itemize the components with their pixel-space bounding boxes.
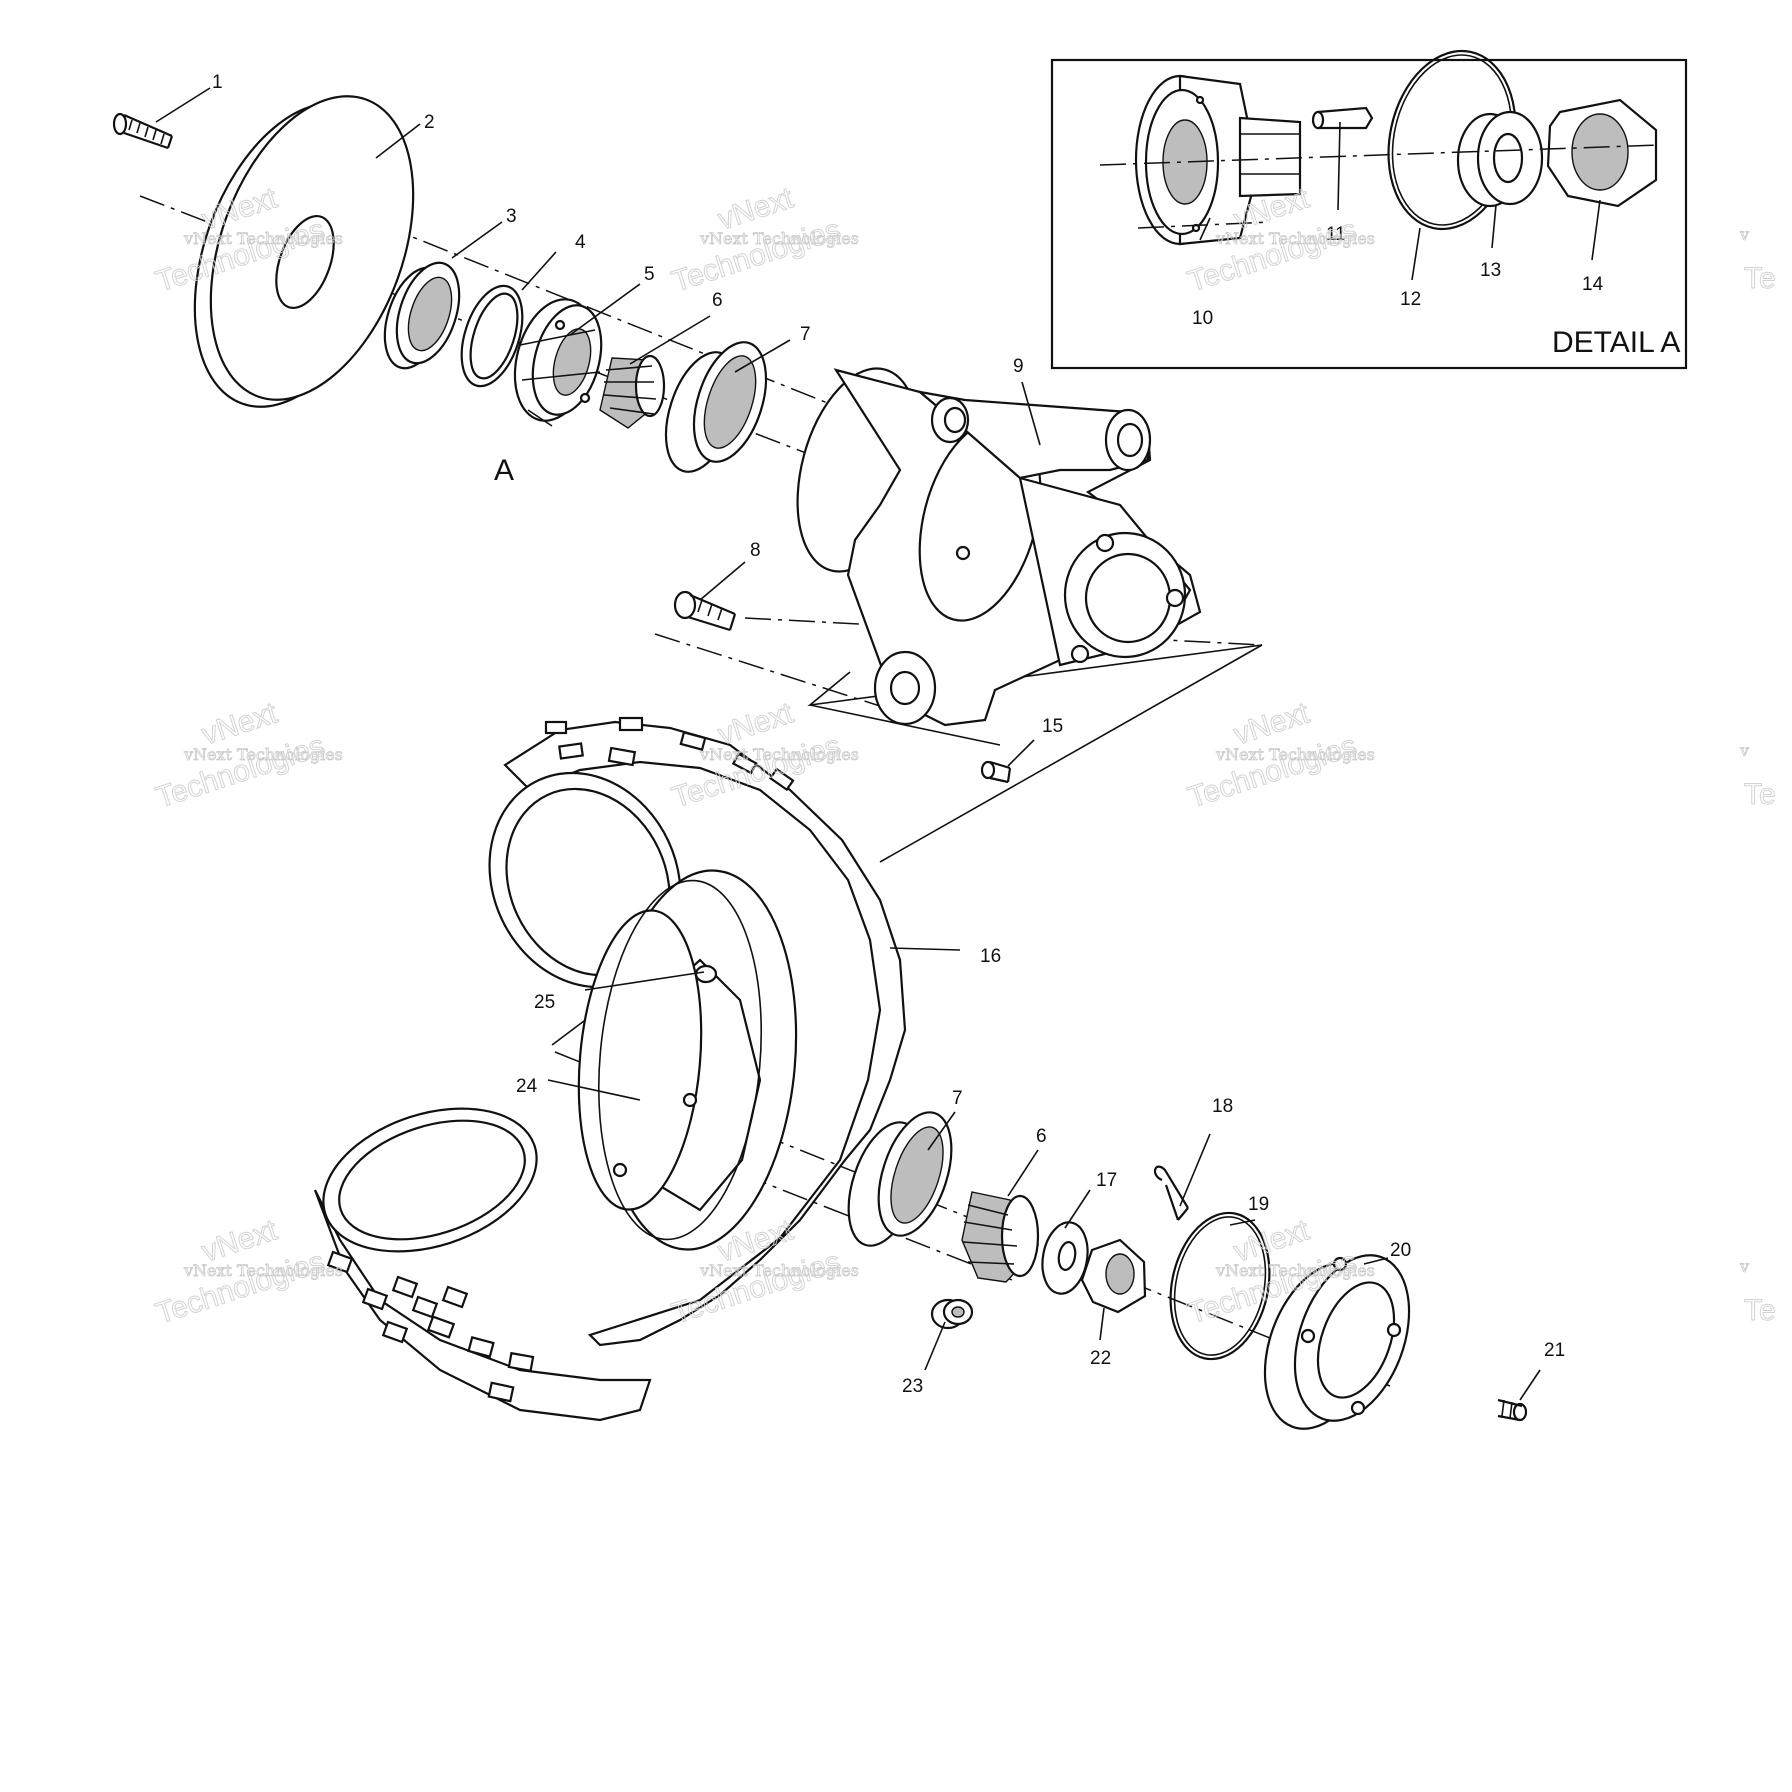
callout-16: 16 bbox=[980, 946, 1001, 967]
callout-1: 1 bbox=[212, 72, 223, 93]
callout-19: 19 bbox=[1248, 1194, 1269, 1215]
watermark-6-top: vNext bbox=[1230, 696, 1314, 751]
callout-7: 7 bbox=[800, 324, 811, 345]
callout-11: 11 bbox=[1326, 224, 1346, 245]
callout-2: 2 bbox=[424, 112, 435, 133]
watermark-2: vNext vNext Technologies Technologies bbox=[667, 181, 859, 299]
watermark-edge-3-bottom: Te bbox=[1744, 1294, 1776, 1327]
watermark-2-mid: vNext Technologies bbox=[699, 229, 859, 248]
hub-knuckle-part-9 bbox=[796, 367, 1202, 727]
bearing-part-6-top bbox=[599, 354, 666, 429]
watermark-5-mid: vNext Technologies bbox=[699, 745, 859, 764]
o-ring-part-19 bbox=[1169, 1211, 1271, 1361]
hub-assembly-part-5 bbox=[513, 298, 603, 422]
callout-9: 9 bbox=[1013, 356, 1024, 377]
hub-cap-part-20 bbox=[1263, 1254, 1411, 1430]
callout-14: 14 bbox=[1582, 274, 1604, 295]
seal-part-3 bbox=[383, 261, 461, 370]
watermark-edge-1-bottom: Te bbox=[1744, 262, 1776, 295]
watermark-edge-1-top: v bbox=[1739, 225, 1749, 244]
watermark-4-top: vNext bbox=[198, 696, 282, 751]
stud-part-15 bbox=[980, 760, 1012, 784]
watermark-5-top: vNext bbox=[714, 696, 798, 751]
callout-13: 13 bbox=[1480, 260, 1501, 281]
callout-22: 22 bbox=[1090, 1348, 1111, 1369]
watermark-4-mid: vNext Technologies bbox=[183, 745, 343, 764]
screw-part-1 bbox=[112, 112, 174, 150]
callout-4: 4 bbox=[575, 232, 586, 253]
disk-part-2 bbox=[193, 95, 415, 408]
watermark-7: vNext vNext Technologies Technologies bbox=[151, 1213, 343, 1331]
callout-20: 20 bbox=[1390, 1240, 1411, 1261]
tire-part-16-bottom bbox=[313, 1107, 652, 1422]
race-part-7-bottom bbox=[847, 1111, 953, 1247]
callout-24: 24 bbox=[516, 1076, 538, 1097]
cotter-pin-part-18 bbox=[1153, 1165, 1189, 1221]
callout-15: 15 bbox=[1042, 716, 1063, 737]
callout-6-bottom: 6 bbox=[1036, 1126, 1047, 1147]
callout-25: 25 bbox=[534, 992, 555, 1013]
watermark-4: vNext vNext Technologies Technologies bbox=[151, 696, 343, 815]
callout-12: 12 bbox=[1400, 289, 1421, 310]
valve-part-25 bbox=[694, 964, 718, 984]
watermark-edge-3-top: v bbox=[1739, 1257, 1749, 1276]
watermark-4-bottom: Technologies bbox=[152, 729, 329, 815]
bearing-part-6-bottom bbox=[961, 1191, 1040, 1283]
ring-part-4 bbox=[460, 284, 524, 388]
watermark-edge-2-bottom: Te bbox=[1744, 778, 1776, 811]
detail-a-box bbox=[1050, 49, 1688, 370]
watermark-8-mid: vNext Technologies bbox=[699, 1261, 859, 1280]
watermark-9-mid: vNext Technologies bbox=[1215, 1261, 1375, 1280]
watermark-1-mid: vNext Technologies bbox=[183, 229, 343, 248]
watermark-7-mid: vNext Technologies bbox=[183, 1261, 343, 1280]
callout-6: 6 bbox=[712, 290, 723, 311]
watermark-6: vNext vNext Technologies Technologies bbox=[1183, 696, 1375, 815]
callout-5: 5 bbox=[644, 264, 655, 285]
lug-nut-part-23 bbox=[930, 1298, 974, 1330]
bolt-part-8 bbox=[673, 590, 737, 632]
watermark-3-mid: vNext Technologies bbox=[1215, 229, 1375, 248]
callout-8: 8 bbox=[750, 540, 761, 561]
screw-part-21 bbox=[1497, 1398, 1528, 1422]
watermark-6-bottom: Technologies bbox=[1184, 729, 1361, 815]
callout-17: 17 bbox=[1096, 1170, 1117, 1191]
callout-18: 18 bbox=[1212, 1096, 1233, 1117]
watermark-edge-2-top: v bbox=[1739, 741, 1749, 760]
castle-nut-part-22 bbox=[1080, 1238, 1147, 1314]
leader-lines bbox=[155, 87, 1601, 1401]
rim-part-24 bbox=[577, 869, 798, 1251]
detail-box-title: DETAIL A bbox=[1552, 326, 1680, 359]
callout-21: 21 bbox=[1544, 1340, 1565, 1361]
watermark-6-mid: vNext Technologies bbox=[1215, 745, 1375, 764]
callout-labels: 1 2 3 4 5 6 7 A 9 8 15 16 25 24 7 6 17 1… bbox=[212, 72, 1680, 1397]
callout-7-bottom: 7 bbox=[952, 1088, 963, 1109]
callout-10: 10 bbox=[1192, 308, 1213, 329]
callout-3: 3 bbox=[506, 206, 517, 227]
race-part-7-top bbox=[664, 341, 768, 473]
detail-marker-a: A bbox=[494, 454, 514, 487]
callout-23: 23 bbox=[902, 1376, 923, 1397]
washer-part-17 bbox=[1041, 1221, 1089, 1295]
